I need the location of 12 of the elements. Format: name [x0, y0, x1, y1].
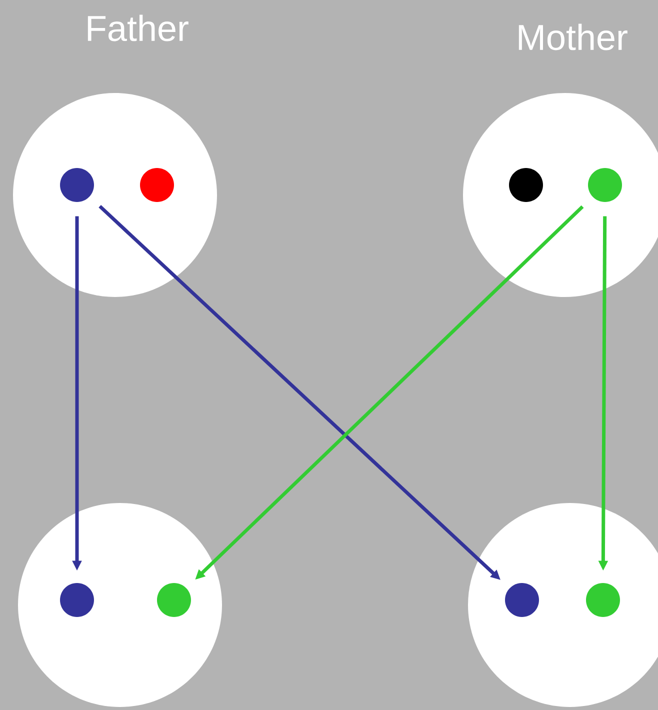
- parent-circle: [18, 503, 222, 707]
- allele-dot: [140, 168, 174, 202]
- allele-dot: [588, 168, 622, 202]
- parent-circle: [13, 93, 217, 297]
- parent-label: Mother: [518, 24, 628, 50]
- parent-label: Father: [88, 14, 188, 42]
- allele-dot: [60, 168, 94, 202]
- allele-dot: [586, 583, 620, 617]
- allele-dot: [157, 583, 191, 617]
- allele-dot: [60, 583, 94, 617]
- allele-dot: [509, 168, 543, 202]
- allele-dot: [505, 583, 539, 617]
